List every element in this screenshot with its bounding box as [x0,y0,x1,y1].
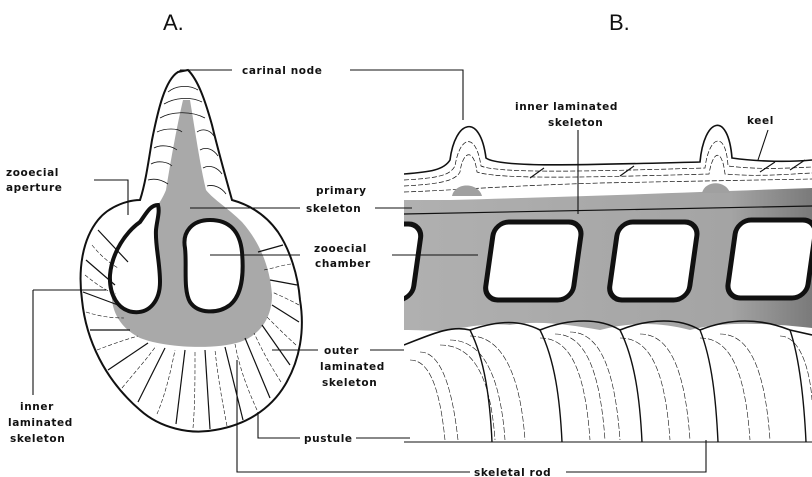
panel-b-chamber [608,222,699,300]
panel-b-chamber [726,220,812,298]
label-zooecial-aperture-line1: zooecial [6,167,59,179]
panel-b-title: B. [609,10,630,35]
leader-pustule-a [258,412,300,438]
panel-b-bottom-laminae [404,323,812,450]
label-primary-skeleton-line2: skeleton [306,203,361,215]
label-skeletal-rod: skeletal rod [474,467,551,477]
panel-a-title: A. [163,10,184,35]
label-outer-laminated-line1: outer [324,345,359,357]
label-inner-laminated-a-line3: skeleton [10,433,65,445]
panel-b-longitudinal-section [354,125,812,450]
label-inner-laminated-b-line1: inner laminated [515,101,618,113]
leader-carinal-node-right [350,70,463,120]
label-inner-laminated-b-line2: skeleton [548,117,603,129]
label-carinal-node: carinal node [242,65,322,77]
label-outer-laminated-line2: laminated [320,361,385,373]
label-inner-laminated-a-line2: laminated [8,417,73,429]
label-pustule: pustule [304,433,353,445]
panel-b-chamber [484,222,583,300]
label-zooecial-chamber-line2: chamber [315,258,371,270]
label-inner-laminated-a-line1: inner [20,401,54,413]
label-outer-laminated-line3: skeleton [322,377,377,389]
label-zooecial-chamber-line1: zooecial [314,243,367,255]
label-zooecial-aperture-line2: aperture [6,182,63,194]
label-keel: keel [747,115,774,127]
label-primary-skeleton-line1: primary [316,185,367,197]
panel-a-cross-section [81,70,302,432]
panel-a-zooecial-chamber [184,220,242,311]
leader-keel [758,130,768,160]
